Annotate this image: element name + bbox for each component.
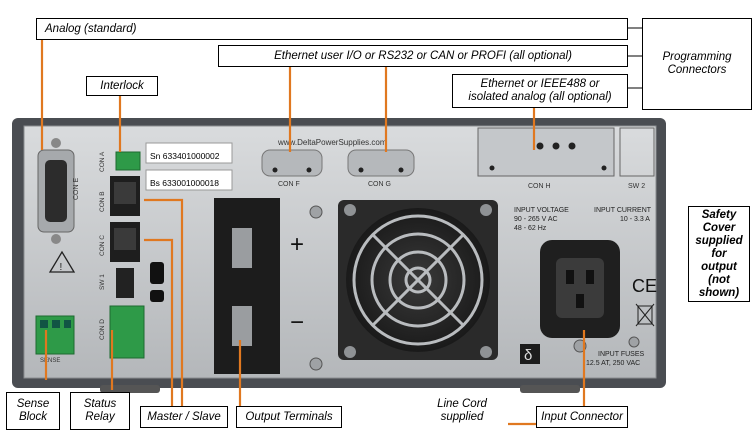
safety-line-3: supplied	[695, 234, 743, 247]
sense-line-2: Block	[18, 411, 48, 423]
output-terminals-block	[214, 198, 280, 374]
safety-line-5: (not	[708, 273, 730, 286]
sense-line-1: Sense	[16, 398, 50, 410]
con-a-label: CON A	[99, 151, 106, 172]
vent-slot-2	[150, 290, 164, 302]
con-c-label: CON C	[99, 235, 106, 256]
con-a-interlock-terminal	[115, 151, 141, 171]
con-d-status-relay-terminal	[109, 305, 145, 359]
input-voltage-heading: INPUT VOLTAGE	[514, 207, 569, 214]
line-cord-line-1: Line Cord	[437, 398, 487, 410]
ethernet-ieee-line-1: Ethernet or IEEE488 or	[480, 78, 600, 90]
plus-marking: +	[290, 231, 304, 258]
serial-text-2: Bs 633001000018	[150, 178, 219, 188]
callout-input-connector: Input Connector	[536, 406, 628, 428]
delta-logo-box	[520, 344, 540, 364]
sw1-label: SW 1	[99, 274, 106, 290]
foot-right	[520, 385, 580, 393]
website-text: www.DeltaPowerSupplies.com	[277, 138, 387, 147]
con-h-label: CON H	[528, 183, 551, 190]
input-current-range: 10 - 3.3 A	[620, 216, 650, 223]
safety-line-4: for output	[701, 247, 737, 273]
callout-ethernet-ieee: Ethernet or IEEE488 or isolated analog (…	[452, 74, 628, 108]
con-h-plate	[477, 127, 615, 177]
con-f-label: CON F	[278, 181, 300, 188]
serial-label-2	[145, 169, 233, 191]
status-line-1: Status	[83, 398, 117, 410]
sw2-label: SW 2	[628, 183, 645, 190]
sense-panel-label: SENSE	[40, 358, 60, 364]
con-c-jack	[114, 228, 136, 250]
warning-mark: !	[60, 262, 63, 273]
serial-label-1	[145, 142, 233, 164]
con-g-plate	[347, 149, 415, 177]
safety-line-1: Safety	[701, 208, 737, 221]
line-cord-line-2: supplied	[440, 411, 484, 423]
con-e-label: CON E	[73, 178, 80, 201]
iec-input-connector	[540, 240, 620, 338]
ce-mark: CE	[632, 276, 657, 296]
con-d-label: CON D	[99, 319, 106, 340]
programming-line-2: Connectors	[667, 64, 727, 76]
weee-bin-icon	[637, 305, 653, 325]
input-voltage-frequency: 48 - 62 Hz	[514, 225, 547, 232]
callout-master-slave: Master / Slave	[140, 406, 228, 428]
safety-line-6: shown)	[698, 286, 740, 299]
callout-interlock: Interlock	[86, 76, 158, 96]
warning-triangle-icon	[48, 250, 76, 273]
con-b-jack	[114, 182, 136, 204]
input-fuses-heading: INPUT FUSES	[598, 351, 644, 358]
sw2-area	[619, 127, 655, 177]
safety-line-2: Cover	[702, 221, 736, 234]
callout-line-cord: Line Cord supplied	[416, 394, 508, 428]
callout-analog: Analog (standard)	[36, 18, 628, 40]
leader-connectors	[628, 27, 642, 89]
con-f-plate	[261, 149, 323, 177]
input-voltage-range: 90 - 265 V AC	[514, 216, 558, 223]
weee-cross-2	[635, 303, 655, 327]
input-fuses-value: 12.5 AT, 250 VAC	[586, 360, 640, 367]
con-g-label: CON G	[368, 181, 391, 188]
panel-screws	[309, 205, 640, 371]
callout-safety-cover: Safety Cover supplied for output (not sh…	[688, 206, 750, 302]
callout-output-terminals: Output Terminals	[236, 406, 342, 428]
serial-text-1: Sn 633401000002	[150, 151, 220, 161]
sense-block-terminals	[35, 315, 75, 355]
callout-sense-block: Sense Block	[6, 392, 60, 430]
delta-logo: δ	[524, 347, 532, 364]
sw1-dip-switch	[116, 268, 134, 298]
minus-marking: −	[290, 309, 304, 336]
con-e-dsub-connector	[37, 138, 75, 244]
cooling-fan	[338, 200, 498, 360]
status-line-2: Relay	[85, 411, 115, 423]
callout-ethernet-user-io: Ethernet user I/O or RS232 or CAN or PRO…	[218, 45, 628, 67]
input-current-heading: INPUT CURRENT	[594, 207, 652, 214]
callout-programming-connectors: Programming Connectors	[642, 18, 752, 110]
con-b-label: CON B	[99, 191, 106, 212]
vent-slot-1	[150, 262, 164, 284]
ethernet-ieee-line-2: isolated analog (all optional)	[468, 91, 612, 103]
programming-line-1: Programming	[662, 51, 732, 63]
callout-status-relay: Status Relay	[70, 392, 130, 430]
foot-left	[100, 385, 160, 393]
